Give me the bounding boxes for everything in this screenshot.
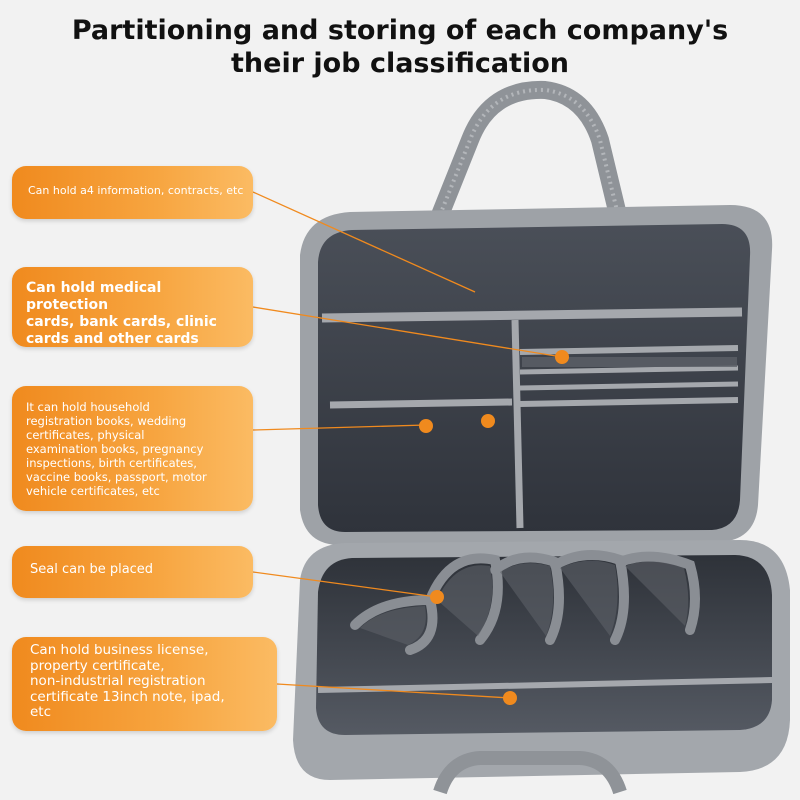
title-line-2: their job classification xyxy=(231,48,569,79)
callout-text: Seal can be placed xyxy=(30,562,154,577)
callout-text: Can hold medical protection xyxy=(26,280,162,313)
callout-text: cards, bank cards, clinic xyxy=(26,314,217,330)
callout-text: cards and other cards xyxy=(26,331,199,347)
callout-business-license: Can hold business license, property cert… xyxy=(12,637,277,731)
callout-text: vaccine books, passport, motor xyxy=(26,470,207,484)
marker-dot xyxy=(430,590,444,604)
callout-text: non-industrial registration xyxy=(30,673,206,689)
callout-text: certificate 13inch note, ipad, xyxy=(30,688,225,705)
marker-dot xyxy=(555,350,569,364)
title-line-1: Partitioning and storing of each company… xyxy=(71,15,729,46)
callout-seal: Seal can be placed xyxy=(12,546,253,598)
seal-holder-loops xyxy=(350,550,700,655)
callout-text: etc xyxy=(30,704,52,720)
callout-text: It can hold household xyxy=(26,400,150,414)
callout-text: examination books, pregnancy xyxy=(26,442,204,456)
callout-text: Can hold a4 information, contracts, etc xyxy=(28,184,244,197)
callout-text: Can hold business license, xyxy=(30,642,209,658)
callout-cards: Can hold medical protection cards, bank … xyxy=(12,267,253,347)
callout-certificates: It can hold household registration books… xyxy=(12,386,253,511)
callout-text: inspections, birth certificates, xyxy=(26,456,197,470)
marker-dot xyxy=(503,691,517,705)
marker-dot xyxy=(481,414,495,428)
callout-a4-documents: Can hold a4 information, contracts, etc xyxy=(12,166,253,219)
callout-text: registration books, wedding xyxy=(26,414,187,428)
page-title: Partitioning and storing of each company… xyxy=(0,14,800,80)
callout-text: property certificate, xyxy=(30,657,165,674)
callout-text: certificates, physical xyxy=(26,428,145,442)
callout-text: vehicle certificates, etc xyxy=(26,484,160,498)
marker-dot xyxy=(419,419,433,433)
